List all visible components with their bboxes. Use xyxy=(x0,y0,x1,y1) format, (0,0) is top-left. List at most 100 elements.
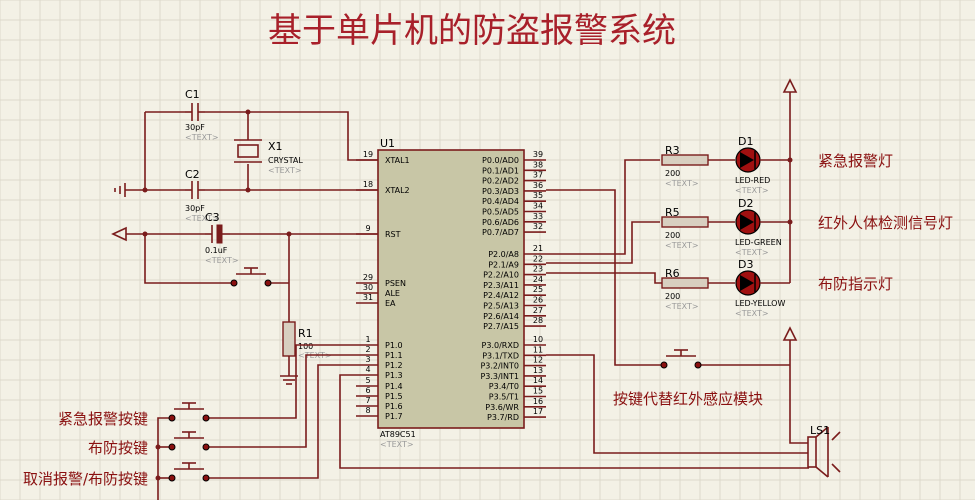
mcu-pin-name: P1.0 xyxy=(385,341,403,350)
mcu-pin-number: 10 xyxy=(533,335,543,344)
mcu-pin-name: P1.2 xyxy=(385,361,403,370)
mcu-pin-number: 31 xyxy=(363,293,373,302)
mcu-pin-number: 1 xyxy=(365,335,370,344)
mcu-body xyxy=(377,149,525,429)
buzzer-ref: LS1 xyxy=(810,424,830,437)
mcu-pin-number: 17 xyxy=(533,407,543,416)
c3-text: <TEXT> xyxy=(205,256,239,265)
mcu-pin-name: P2.3/A11 xyxy=(483,281,519,290)
c3-ref: C3 xyxy=(205,211,220,224)
mcu-pin-name: P1.5 xyxy=(385,392,403,401)
mcu-pin-number: 33 xyxy=(533,212,543,221)
mcu-pin-number: 26 xyxy=(533,296,543,305)
mcu-pin-number: 2 xyxy=(365,345,370,354)
mcu-pin-name: P2.5/A13 xyxy=(483,302,519,311)
mcu-pin-name: P3.6/WR xyxy=(485,403,519,412)
mcu-part: AT89C51 xyxy=(380,430,416,439)
x1-ref: X1 xyxy=(268,140,283,153)
led-resistor-value: 200 xyxy=(665,292,680,301)
mcu-pin-name: P0.7/AD7 xyxy=(482,228,519,237)
mcu-at89c51: U1 AT89C51 <TEXT> 19XTAL118XTAL29RST29PS… xyxy=(356,137,546,449)
mcu-text: <TEXT> xyxy=(380,440,414,449)
c2-value: 30pF xyxy=(185,204,205,213)
led-ref: D3 xyxy=(738,258,753,271)
mcu-pin-number: 13 xyxy=(533,366,543,375)
mcu-pin-name: P3.3/INT1 xyxy=(480,372,519,381)
c3-value: 0.1uF xyxy=(205,246,228,255)
mcu-pin-number: 30 xyxy=(363,283,373,292)
c2-text: <TEXT> xyxy=(185,214,219,223)
led-resistor-ref: R6 xyxy=(665,267,680,280)
mcu-pin-name: P0.1/AD1 xyxy=(482,166,519,175)
mcu-pin-name: EA xyxy=(385,299,396,308)
mcu-pin-name: P1.4 xyxy=(385,382,403,391)
vcc-arrow-icon xyxy=(782,78,798,93)
led-label: 布防指示灯 xyxy=(818,275,893,293)
mcu-pin-name: P0.4/AD4 xyxy=(482,197,519,206)
led-label: 紧急报警灯 xyxy=(818,152,893,170)
led-resistor-value: 200 xyxy=(665,231,680,240)
r1-value: 100 xyxy=(298,342,313,351)
x1-text: <TEXT> xyxy=(268,166,302,175)
mcu-pin-number: 36 xyxy=(533,181,543,190)
led-resistor-text: <TEXT> xyxy=(665,302,699,311)
mcu-pin-number: 16 xyxy=(533,397,543,406)
mcu-pin-name: P3.5/T1 xyxy=(489,393,519,402)
mcu-pin-number: 32 xyxy=(533,222,543,231)
mcu-pin-name: P0.6/AD6 xyxy=(482,218,519,227)
vcc-arrow-icon xyxy=(782,326,798,341)
mcu-pin-number: 21 xyxy=(533,244,543,253)
mcu-pin-number: 3 xyxy=(365,355,370,364)
mcu-pin-number: 15 xyxy=(533,387,543,396)
led-text: <TEXT> xyxy=(735,186,769,195)
mcu-pin-name: P0.3/AD3 xyxy=(482,187,519,196)
mcu-pin-number: 38 xyxy=(533,160,543,169)
led-circuit: R3200<TEXT>D1LED-RED<TEXT>紧急报警灯R5200<TEX… xyxy=(546,78,953,478)
mcu-pin-name: P2.2/A10 xyxy=(483,271,519,280)
mcu-pin-name: P2.6/A14 xyxy=(483,312,519,321)
mcu-pin-name: ALE xyxy=(385,289,400,298)
key-button: 紧急报警按键 xyxy=(58,402,210,428)
mcu-pin-name: P2.7/A15 xyxy=(483,322,519,331)
mcu-pin-number: 7 xyxy=(365,396,370,405)
led-ref: D1 xyxy=(738,135,753,148)
key-label: 布防按键 xyxy=(88,439,148,457)
r1-ref: R1 xyxy=(298,327,313,340)
mcu-pin-name: P1.6 xyxy=(385,402,403,411)
led-resistor-ref: R5 xyxy=(665,206,680,219)
led-resistor-text: <TEXT> xyxy=(665,179,699,188)
mcu-pin-number: 29 xyxy=(363,273,373,282)
mcu-pin-number: 35 xyxy=(533,191,543,200)
mcu-pin-name: P0.5/AD5 xyxy=(482,208,519,217)
mcu-pin-number: 14 xyxy=(533,376,543,385)
mcu-pin-number: 4 xyxy=(365,365,370,374)
reset-circuit: C3 0.1uF <TEXT> R1 100 <TEXT> xyxy=(111,211,378,385)
diagram-title: 基于单片机的防盗报警系统 xyxy=(268,11,676,51)
mcu-pin-name: RST xyxy=(385,230,401,239)
mcu-pin-name: P1.1 xyxy=(385,351,403,360)
key-button: 布防按键 xyxy=(88,431,210,457)
x1-value: CRYSTAL xyxy=(268,156,303,165)
c2-ref: C2 xyxy=(185,168,200,181)
mcu-pin-name: XTAL2 xyxy=(385,186,410,195)
mcu-pin-name: XTAL1 xyxy=(385,156,410,165)
led-value: LED-GREEN xyxy=(735,238,782,247)
crystal-circuit: C1 30pF <TEXT> C2 30pF <TEXT> X1 CRYSTAL… xyxy=(114,88,378,223)
mcu-pin-name: P0.2/AD2 xyxy=(482,177,519,186)
mcu-pin-number: 18 xyxy=(363,180,373,189)
mcu-pin-number: 12 xyxy=(533,356,543,365)
led-value: LED-YELLOW xyxy=(735,299,785,308)
led-label: 红外人体检测信号灯 xyxy=(818,214,953,232)
led-text: <TEXT> xyxy=(735,309,769,318)
mcu-pin-number: 8 xyxy=(365,406,370,415)
mcu-pin-number: 25 xyxy=(533,285,543,294)
mcu-left-pins: 19XTAL118XTAL29RST29PSEN30ALE31EA1P1.02P… xyxy=(356,150,410,421)
mcu-pin-number: 37 xyxy=(533,171,543,180)
mcu-pin-number: 23 xyxy=(533,265,543,274)
mcu-pin-number: 24 xyxy=(533,275,543,284)
mcu-pin-number: 39 xyxy=(533,150,543,159)
c1-ref: C1 xyxy=(185,88,200,101)
